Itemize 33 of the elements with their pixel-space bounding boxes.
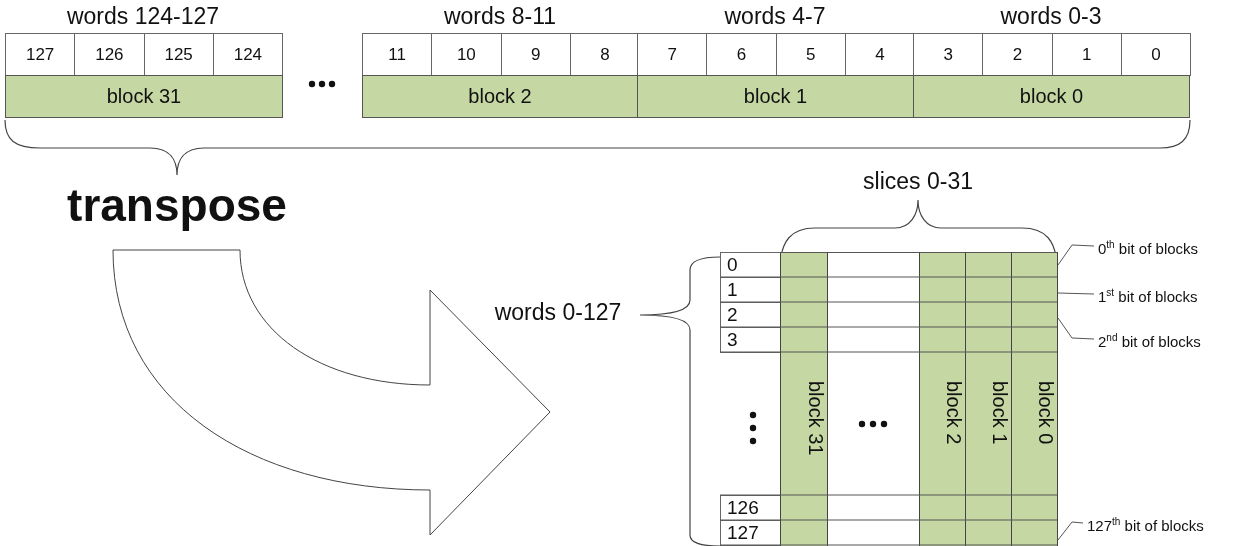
block-bar: block 2: [362, 75, 638, 118]
block-bar: block 31: [5, 75, 283, 118]
block-label: block 0: [1034, 381, 1057, 445]
block-label: block 31: [804, 381, 827, 456]
block-bar: block 1: [637, 75, 914, 118]
annotation-text: 1$^{st}$ bit of blocks: [1098, 282, 1238, 304]
word-cell: 11: [362, 33, 433, 76]
group-heading: words 124-127: [66, 3, 220, 30]
annotation-text: 2$^{nd}$ bit of blocks: [1098, 327, 1238, 349]
word-cell: 7: [637, 33, 708, 76]
group-heading: words 4-7: [724, 3, 826, 30]
group-heading: words 0-3: [1000, 3, 1102, 30]
block-column: [965, 252, 1012, 546]
block-bar: block 0: [913, 75, 1190, 118]
leader-line: [1057, 317, 1095, 340]
group-heading: words 8-11: [443, 3, 557, 30]
word-cell: 3: [913, 33, 984, 76]
annotation-text: 127$^{th}$ bit of blocks: [1087, 511, 1237, 533]
word-cell: 0: [1120, 33, 1191, 76]
block-column: [919, 252, 966, 546]
block-column: [1011, 252, 1058, 546]
leader-line: [1057, 292, 1095, 295]
annotation-text: 0$^{th}$ bit of blocks: [1098, 234, 1238, 256]
block-column: [780, 252, 828, 546]
leader-line: [1057, 244, 1095, 266]
block-label: block 1: [988, 381, 1011, 445]
group-heading: slices 0-31: [863, 168, 973, 195]
operation-title: transpose: [67, 178, 287, 232]
block-label: block 2: [942, 381, 965, 445]
word-cell: 127: [5, 33, 76, 76]
group-heading: words 0-127: [494, 299, 622, 326]
word-cell: 124: [212, 33, 283, 76]
leader-line: [1057, 521, 1084, 541]
